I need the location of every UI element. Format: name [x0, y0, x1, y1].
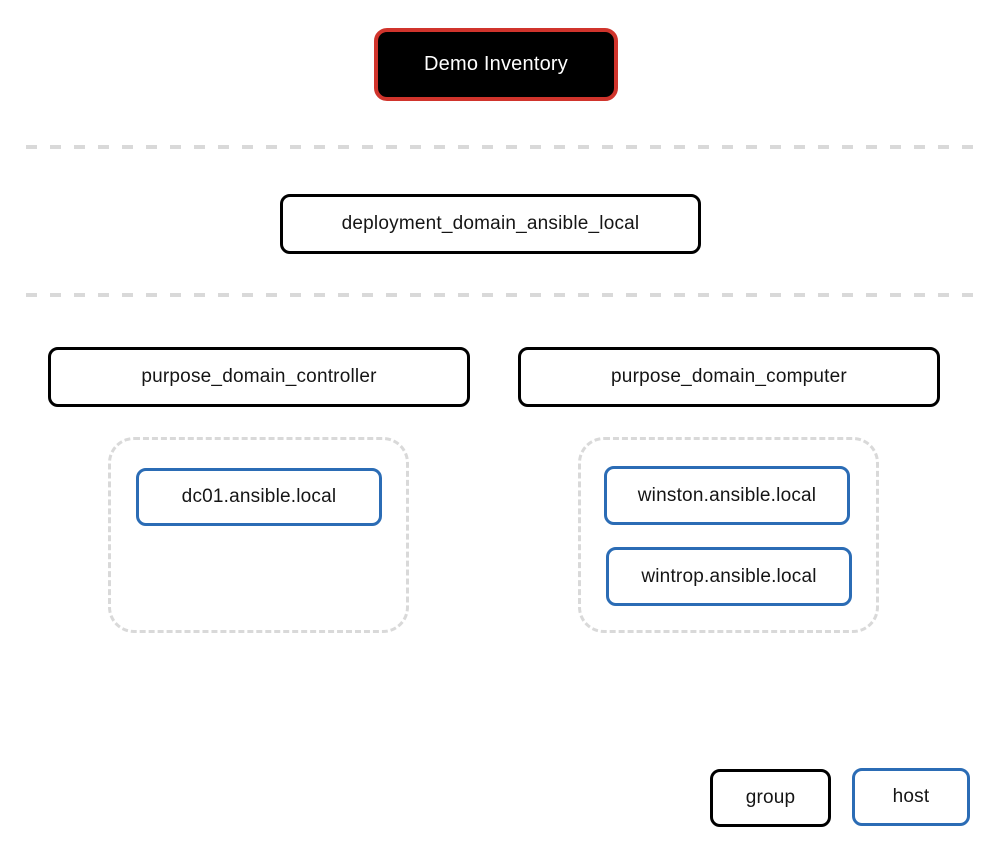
host-label: wintrop.ansible.local — [641, 565, 817, 587]
host-container-controller — [108, 437, 409, 633]
host-node-dc01: dc01.ansible.local — [136, 468, 382, 526]
group-label: deployment_domain_ansible_local — [341, 213, 640, 234]
legend-host-key: host — [852, 768, 970, 826]
group-node-purpose-controller: purpose_domain_controller — [48, 347, 470, 407]
host-label: dc01.ansible.local — [181, 486, 337, 507]
group-label: purpose_domain_controller — [141, 366, 377, 387]
host-container-computer — [578, 437, 879, 633]
host-node-winston: winston.ansible.local — [604, 466, 850, 525]
legend-group-label: group — [745, 787, 796, 808]
inventory-label: Demo Inventory — [424, 53, 568, 75]
legend-group-key: group — [710, 769, 831, 827]
host-node-wintrop: wintrop.ansible.local — [606, 547, 852, 606]
inventory-node: Demo Inventory — [374, 28, 618, 101]
group-node-purpose-computer: purpose_domain_computer — [518, 347, 940, 407]
host-label: winston.ansible.local — [637, 484, 817, 506]
group-label: purpose_domain_computer — [611, 366, 847, 387]
legend-host-label: host — [892, 786, 930, 807]
tier-separator-bottom — [26, 293, 978, 297]
tier-separator-top — [26, 145, 978, 149]
group-node-deployment-domain: deployment_domain_ansible_local — [280, 194, 701, 254]
